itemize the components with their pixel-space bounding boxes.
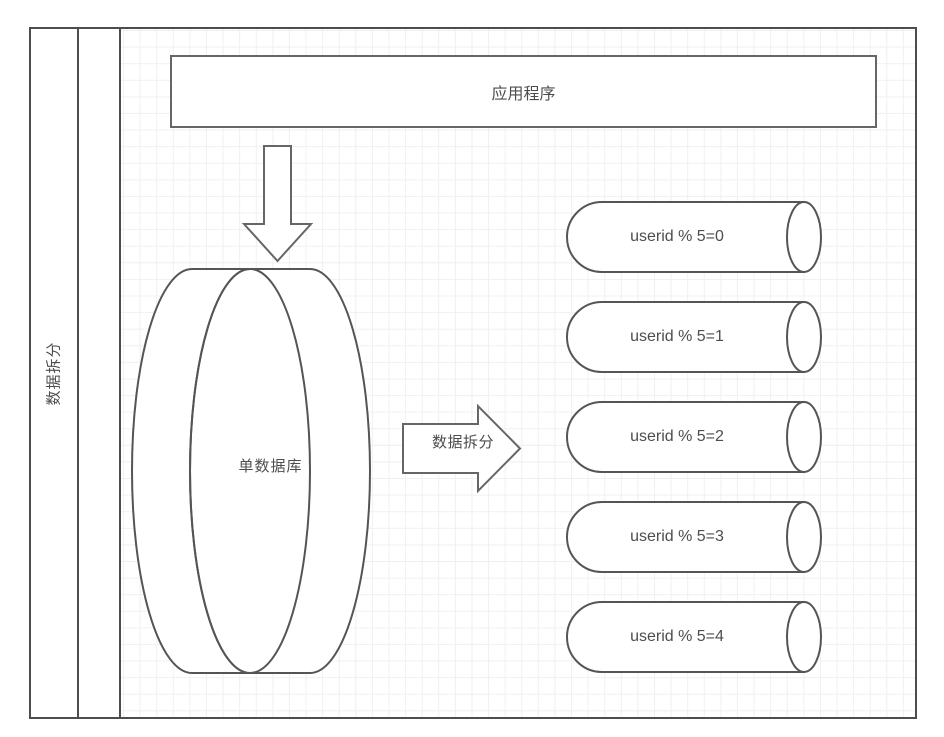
grid-background xyxy=(121,29,915,717)
single-database-label: 单数据库 xyxy=(238,458,303,475)
shard-label-1: userid % 5=1 xyxy=(630,328,724,345)
shard-label-0: userid % 5=0 xyxy=(630,228,724,245)
application-box-label: 应用程序 xyxy=(491,85,556,103)
shard-label-4: userid % 5=4 xyxy=(630,628,724,645)
shard-label-2: userid % 5=2 xyxy=(630,428,724,445)
shard-label-3: userid % 5=3 xyxy=(630,528,724,545)
pane-divider-first xyxy=(77,29,79,717)
split-arrow-label: 数据拆分 xyxy=(431,434,494,451)
pane-divider-second xyxy=(119,29,121,717)
